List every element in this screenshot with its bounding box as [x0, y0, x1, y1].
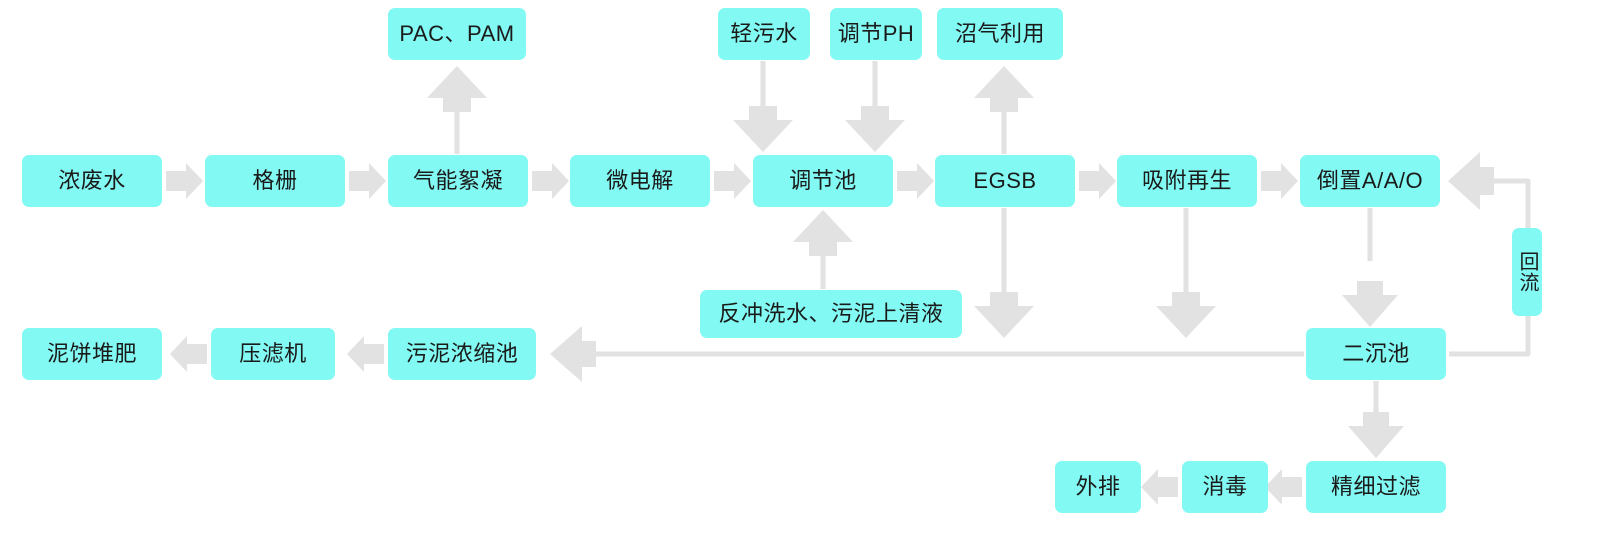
node-label: 沼气利用 — [954, 20, 1045, 46]
node-egsb[interactable]: EGSB — [935, 155, 1075, 207]
node-label: 倒置A/A/O — [1316, 167, 1424, 193]
node-label: 消毒 — [1202, 473, 1248, 499]
arrowhead-pac-pam — [427, 66, 487, 112]
node-clarifier[interactable]: 二沉池 — [1306, 328, 1446, 380]
node-label: 二沉池 — [1342, 340, 1410, 366]
node-label: 微电解 — [606, 167, 674, 193]
edge-equal-tank-to-egsb — [897, 163, 934, 199]
node-label: 气能絮凝 — [412, 167, 503, 193]
node-label: 轻污水 — [730, 20, 798, 46]
arrowhead-clarifier-from-aao — [1342, 281, 1398, 327]
arrowhead-adsorb-regen-sludge — [1156, 292, 1216, 338]
node-raw-water[interactable]: 浓废水 — [22, 155, 162, 207]
node-sludge-thickener[interactable]: 污泥浓缩池 — [388, 328, 536, 380]
node-label: 回流 — [1516, 251, 1538, 293]
node-discharge[interactable]: 外排 — [1055, 461, 1141, 513]
node-light-sewage[interactable]: 轻污水 — [718, 8, 810, 60]
edge-egsb-to-adsorb-regen — [1079, 163, 1116, 199]
edge-fine-filter-to-disinfect — [1265, 469, 1302, 505]
node-adjust-ph[interactable]: 调节PH — [830, 8, 922, 60]
node-backwash[interactable]: 反冲洗水、污泥上清液 — [700, 290, 962, 338]
node-label: 吸附再生 — [1141, 167, 1232, 193]
arrowhead-fine-filter — [1348, 412, 1404, 458]
node-adsorb-regen[interactable]: 吸附再生 — [1117, 155, 1257, 207]
node-label: 浓废水 — [58, 167, 126, 193]
edge-sludge-thick-to-filter-press — [347, 336, 384, 372]
node-label: EGSB — [973, 167, 1037, 193]
node-mud-cake[interactable]: 泥饼堆肥 — [22, 328, 162, 380]
node-label: 格栅 — [252, 167, 298, 193]
edge-disinfect-to-discharge — [1141, 469, 1178, 505]
node-grille[interactable]: 格栅 — [205, 155, 345, 207]
arrowhead-inverted-aao-reflux — [1448, 152, 1494, 210]
node-equal-tank[interactable]: 调节池 — [753, 155, 893, 207]
node-inverted-aao[interactable]: 倒置A/A/O — [1300, 155, 1440, 207]
node-pac-pam[interactable]: PAC、PAM — [388, 8, 526, 60]
edge-raw-water-to-grille — [166, 163, 203, 199]
node-micro-elec[interactable]: 微电解 — [570, 155, 710, 207]
edge-grille-to-air-floc — [349, 163, 386, 199]
node-label: 反冲洗水、污泥上清液 — [718, 300, 944, 326]
node-fine-filter[interactable]: 精细过滤 — [1306, 461, 1446, 513]
arrowhead-equal-tank-from-light-sewage — [733, 106, 793, 152]
node-label: 压滤机 — [239, 340, 307, 366]
edge-adsorb-regen-to-inverted-aao — [1261, 163, 1298, 199]
node-label: 污泥浓缩池 — [405, 340, 519, 366]
node-reflux-label[interactable]: 回流 — [1512, 228, 1542, 316]
arrowhead-sludge-thick — [550, 326, 596, 382]
node-label: 调节池 — [789, 167, 857, 193]
node-label: 调节PH — [837, 20, 915, 46]
edge-filter-press-to-mud-cake — [170, 336, 207, 372]
arrowhead-equal-tank-from-adjust-ph — [845, 106, 905, 152]
node-label: PAC、PAM — [399, 20, 515, 46]
arrowhead-egsb-sludge — [974, 292, 1034, 338]
node-biogas-use[interactable]: 沼气利用 — [937, 8, 1063, 60]
node-air-floc[interactable]: 气能絮凝 — [388, 155, 528, 207]
edge-micro-elec-to-equal-tank — [714, 163, 751, 199]
node-label: 泥饼堆肥 — [46, 340, 137, 366]
node-label: 精细过滤 — [1330, 473, 1421, 499]
node-filter-press[interactable]: 压滤机 — [211, 328, 335, 380]
arrowhead-biogas-use — [974, 66, 1034, 112]
edge-air-floc-to-micro-elec — [532, 163, 569, 199]
node-disinfect[interactable]: 消毒 — [1182, 461, 1268, 513]
node-label: 外排 — [1075, 473, 1121, 499]
arrowhead-equal-tank-from-backwash — [793, 210, 853, 256]
